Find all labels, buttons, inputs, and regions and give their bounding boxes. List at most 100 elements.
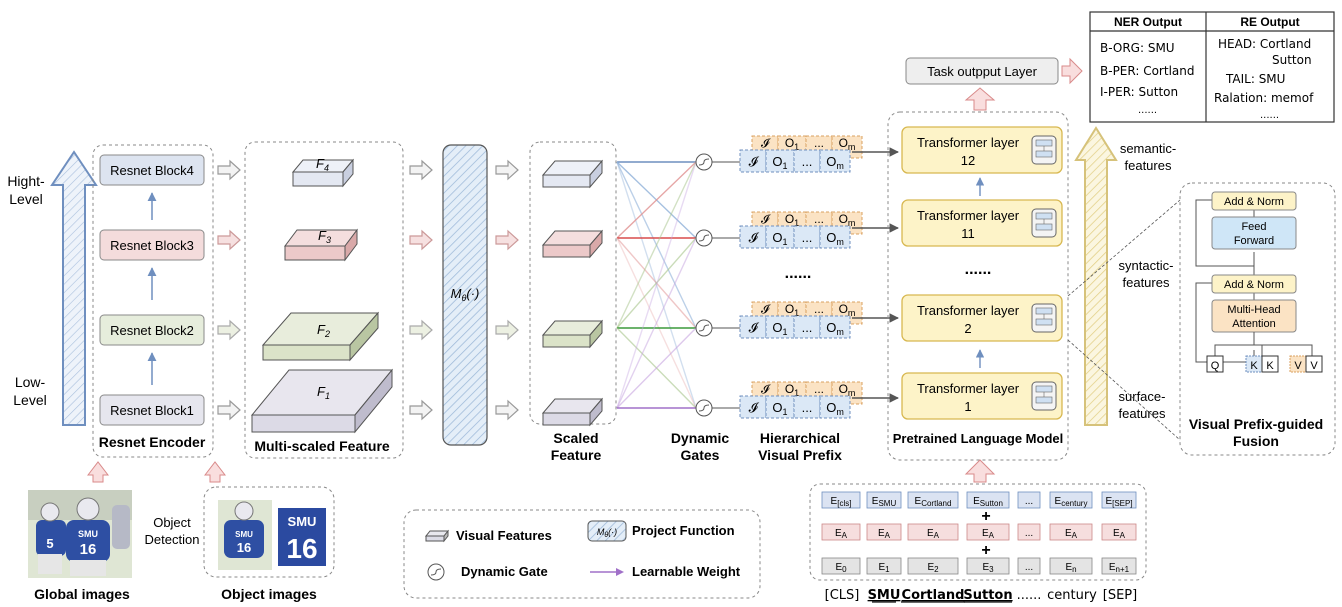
svg-text:K: K xyxy=(1250,360,1258,372)
svg-text:F1: F1 xyxy=(317,384,330,401)
object-image-jersey: SMU 16 xyxy=(278,508,326,566)
svg-text:16: 16 xyxy=(237,540,251,555)
re-row-1: HEAD: Cortland xyxy=(1218,37,1311,51)
transformer-layer-index: 12 xyxy=(961,153,975,168)
low-level-label-1: Low- xyxy=(15,374,46,390)
ner-row-2: B-PER: Cortland xyxy=(1100,64,1194,78)
svg-text:E[SEP]: E[SEP] xyxy=(1105,496,1132,508)
scaled-feature-4 xyxy=(541,397,604,427)
svg-text:Task outpput Layer: Task outpput Layer xyxy=(927,64,1038,79)
multi-scaled-title: Multi-scaled Feature xyxy=(254,438,390,454)
prefix-blue-label: 𝓘 xyxy=(749,400,760,415)
transformer-layer-label: Transformer layer xyxy=(917,208,1020,223)
object-detection-label-2: Detection xyxy=(145,532,200,547)
feature-labels: F4 F3 F2 F1 xyxy=(316,156,331,401)
transformer-layer-index: 2 xyxy=(964,321,971,336)
svg-text:E2: E2 xyxy=(927,562,939,574)
svg-text:EA: EA xyxy=(927,528,940,540)
svg-text:...: ... xyxy=(1025,528,1033,539)
svg-text:Q: Q xyxy=(1211,360,1220,372)
embedding-group xyxy=(809,483,1147,581)
prefix-orange-label: Om xyxy=(839,212,856,228)
svg-text:En+1: En+1 xyxy=(1109,562,1130,574)
position-embedding: ... xyxy=(1017,557,1041,575)
scaled-feature-title-2: Feature xyxy=(551,447,602,463)
prefix-blue-cell xyxy=(765,315,795,339)
legend-box xyxy=(403,509,761,599)
resnet-block-4: Resnet Block4 xyxy=(99,154,205,186)
feature-f2 xyxy=(261,311,380,362)
input-token: [CLS] xyxy=(825,588,860,603)
svg-text:Multi-Head: Multi-Head xyxy=(1227,304,1280,316)
plm-title: Pretrained Language Model xyxy=(893,431,1063,446)
re-row-2: Sutton xyxy=(1272,53,1312,67)
token-embedding: ... xyxy=(1017,491,1041,509)
prefix-orange-label: Om xyxy=(839,136,856,152)
prefix-orange-label: 𝓘 xyxy=(761,212,771,226)
prefix-orange-label: 𝓘 xyxy=(761,136,771,150)
resnet-block-1: Resnet Block1 xyxy=(99,394,205,426)
svg-text:Resnet Block2: Resnet Block2 xyxy=(110,323,194,338)
svg-text:16: 16 xyxy=(286,533,317,564)
svg-text:Mθ(·): Mθ(·) xyxy=(451,286,480,303)
token-embedding: E[SEP] xyxy=(1101,491,1137,509)
svg-text:ESutton: ESutton xyxy=(973,496,1003,508)
prefix-orange-label: O1 xyxy=(785,136,799,152)
svg-text:V: V xyxy=(1294,360,1302,372)
fusion-title-2: Fusion xyxy=(1233,433,1279,449)
svg-text:EA: EA xyxy=(982,528,995,540)
visual-prefix-title-1: Hierarchical xyxy=(760,430,840,446)
prefix-blue-label: O1 xyxy=(772,154,787,171)
token-embedding: ESutton xyxy=(966,491,1010,509)
plm-to-task-arrow xyxy=(964,87,996,111)
fusion-inputs: Q K K V V xyxy=(1206,355,1323,373)
svg-text:En: En xyxy=(1065,562,1076,574)
prefix-dots: ...... xyxy=(785,265,812,282)
legend-gate-icon xyxy=(427,563,445,581)
ner-header: NER Output xyxy=(1114,15,1182,29)
prefix-orange-label: O1 xyxy=(785,382,799,398)
prefix-blue-label: ... xyxy=(802,230,813,245)
svg-text:Add & Norm: Add & Norm xyxy=(1224,196,1284,208)
re-row-3: TAIL: SMU xyxy=(1225,72,1285,86)
fusion-group xyxy=(1179,182,1336,456)
level-arrow xyxy=(50,150,98,426)
prefix-orange-label: 𝓘 xyxy=(761,302,771,316)
learnable-weight-lines xyxy=(616,161,697,409)
input-token: ...... xyxy=(1017,588,1042,603)
projection-function: Mθ(·) xyxy=(442,144,488,446)
feature-f4 xyxy=(291,158,355,188)
resnet-block-2: Resnet Block2 xyxy=(99,314,205,346)
re-row-4: Ralation: memof xyxy=(1214,91,1314,105)
prefix-blue-label: 𝓘 xyxy=(749,320,760,335)
prefix-to-layer-arrows xyxy=(852,147,899,403)
low-level-label-2: Level xyxy=(13,392,46,408)
ner-row-3: I-PER: Sutton xyxy=(1100,85,1178,99)
segment-embedding: EA xyxy=(1049,523,1093,541)
image-to-encoder-arrows xyxy=(86,461,227,483)
segment-embedding: EA xyxy=(907,523,959,541)
plm-group xyxy=(887,111,1069,461)
transformer-block-icon xyxy=(1031,135,1057,165)
plm-dots: ...... xyxy=(965,261,992,278)
svg-text:E[cls]: E[cls] xyxy=(831,496,852,508)
position-embedding: En xyxy=(1049,557,1093,575)
high-level-label-1: Hight- xyxy=(7,173,45,189)
svg-text:EA: EA xyxy=(835,528,848,540)
token-embedding: ESMU xyxy=(866,491,902,509)
svg-text:Feed: Feed xyxy=(1241,221,1266,233)
semantic-label-1: semantic- xyxy=(1120,141,1176,156)
feature-to-projection-arrows xyxy=(409,159,433,421)
fusion-feed-forward: Feed Forward xyxy=(1211,216,1297,250)
prefix-blue-label: Om xyxy=(826,320,844,337)
fusion-title-1: Visual Prefix-guided xyxy=(1189,416,1323,432)
object-images-label: Object images xyxy=(221,586,317,602)
legend-visual-feature-icon xyxy=(424,529,450,543)
